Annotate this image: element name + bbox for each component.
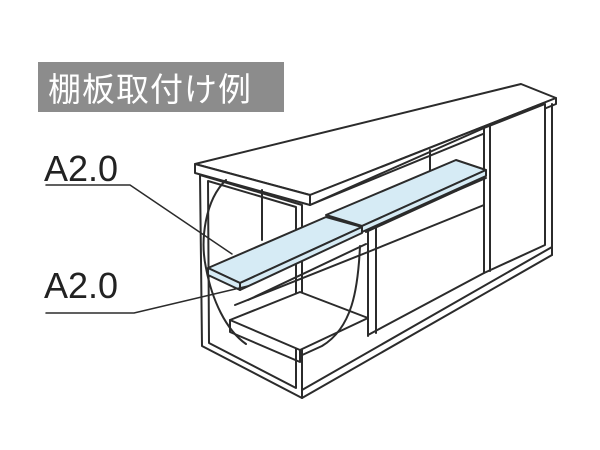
title-banner: 棚板取付け例 xyxy=(38,62,284,112)
diagram-title: 棚板取付け例 xyxy=(48,70,252,109)
label-shelf-lower: A2.0 xyxy=(44,265,119,306)
lower-shelf-side xyxy=(207,267,241,291)
leader-line-upper xyxy=(45,184,233,255)
right-door xyxy=(483,103,546,274)
lower-shelf-back-support xyxy=(247,243,367,301)
interior-back-top xyxy=(309,127,485,206)
left-end-frame-inner xyxy=(207,180,297,389)
label-shelf-upper: A2.0 xyxy=(44,148,119,189)
upper-shelf-support xyxy=(455,177,487,192)
right-side-bracket-curve xyxy=(299,245,361,357)
interior-floor xyxy=(229,291,369,351)
upper-shelf-support-2 xyxy=(365,190,457,233)
left-side-bracket-curve xyxy=(202,179,247,345)
center-door xyxy=(367,204,485,336)
leader-line-lower xyxy=(45,285,249,314)
